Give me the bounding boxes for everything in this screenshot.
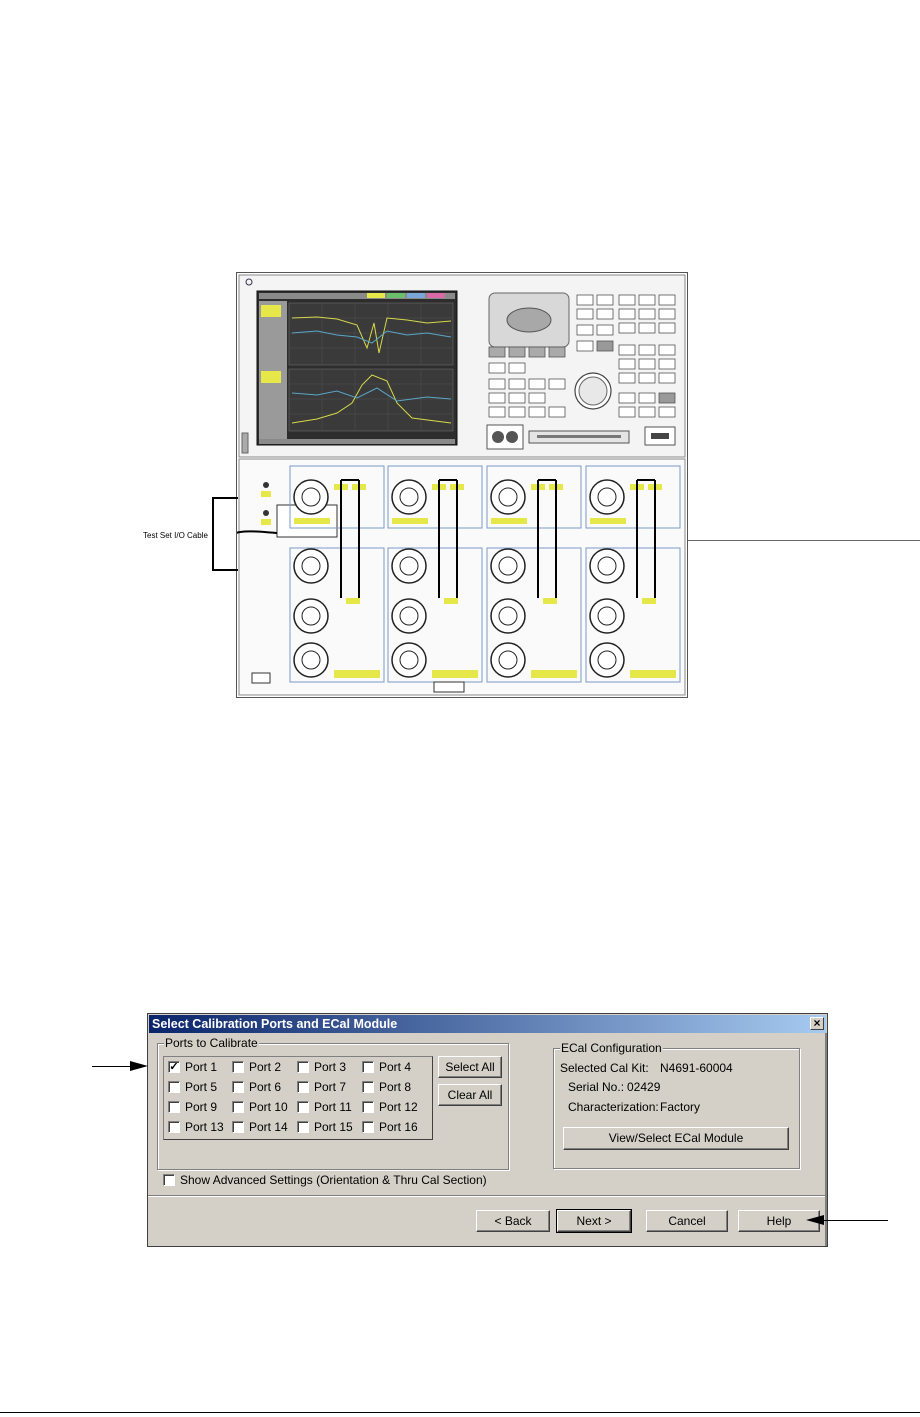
port-checkbox[interactable]	[362, 1061, 374, 1073]
cancel-button[interactable]: Cancel	[646, 1210, 728, 1232]
port-checkbox[interactable]	[297, 1121, 309, 1133]
illustration-rule	[688, 540, 920, 541]
port-label: Port 15	[314, 1120, 353, 1134]
port-checkbox[interactable]	[232, 1081, 244, 1093]
port-checkbox[interactable]	[297, 1101, 309, 1113]
port1-callout-arrow-icon	[130, 1061, 148, 1071]
port-label: Port 16	[379, 1120, 418, 1134]
footer-separator	[148, 1195, 827, 1197]
characterization-value: Factory	[660, 1100, 701, 1114]
port-label: Port 11	[314, 1100, 352, 1114]
close-button[interactable]: ×	[810, 1017, 824, 1030]
ports-group: Ports to Calibrate ✓ Port 1 Port 2 Port 3 Po…	[157, 1036, 509, 1170]
dialog-title: Select Calibration Ports and ECal Module	[149, 1015, 826, 1033]
advanced-settings-checkbox[interactable]	[163, 1174, 175, 1186]
port-checkbox[interactable]	[297, 1081, 309, 1093]
selected-cal-kit-value: N4691-60004	[660, 1061, 733, 1075]
serial-label: Serial No.:	[568, 1080, 625, 1094]
serial-value: 02429	[627, 1080, 661, 1094]
dialog-right-edge	[825, 1033, 827, 1246]
port-checkbox[interactable]	[232, 1061, 244, 1073]
port-label: Port 4	[379, 1060, 412, 1074]
help-callout-line	[820, 1220, 888, 1221]
cable-bracket	[212, 497, 238, 571]
port-label: Port 6	[249, 1080, 282, 1094]
help-button[interactable]: Help	[738, 1210, 820, 1232]
port-checkbox[interactable]	[362, 1081, 374, 1093]
port-label: Port 14	[249, 1120, 288, 1134]
select-all-button[interactable]: Select All	[438, 1056, 502, 1078]
port-checkbox[interactable]	[297, 1061, 309, 1073]
port-label: Port 8	[379, 1080, 412, 1094]
back-button[interactable]: < Back	[476, 1210, 550, 1232]
cable-caption: Test Set I/O Cable	[143, 531, 208, 540]
test-set-ports-drawing	[289, 465, 681, 693]
port-checkbox[interactable]	[168, 1101, 180, 1113]
port-checkbox[interactable]	[168, 1121, 180, 1133]
port-label: Port 13	[185, 1120, 224, 1134]
advanced-settings-label: Show Advanced Settings (Orientation & Th…	[180, 1173, 487, 1187]
ecal-group-label: ECal Configuration	[560, 1041, 663, 1055]
port-checkbox[interactable]	[232, 1101, 244, 1113]
port-label: Port 9	[185, 1100, 218, 1114]
view-select-ecal-button[interactable]: View/Select ECal Module	[563, 1127, 789, 1150]
port-checkbox[interactable]: ✓	[168, 1061, 180, 1073]
characterization-label: Characterization:	[568, 1100, 659, 1114]
page-bottom-rule	[0, 1412, 920, 1413]
port-label: Port 2	[249, 1060, 282, 1074]
port-checkbox[interactable]	[362, 1121, 374, 1133]
next-button[interactable]: Next >	[556, 1209, 632, 1233]
clear-all-button[interactable]: Clear All	[438, 1084, 502, 1106]
help-callout-arrow-icon	[806, 1215, 824, 1225]
ports-group-label: Ports to Calibrate	[164, 1036, 259, 1050]
port-checkbox[interactable]	[168, 1081, 180, 1093]
port-checkbox[interactable]	[232, 1121, 244, 1133]
port-label: Port 12	[379, 1100, 418, 1114]
ports-grid: ✓ Port 1 Port 2 Port 3 Port 4 Port 5 Port 6 Por…	[163, 1056, 433, 1140]
calibration-dialog: Select Calibration Ports and ECal Module…	[147, 1013, 828, 1247]
ecal-group: ECal Configuration Selected Cal Kit: N46…	[553, 1041, 800, 1169]
port-checkbox[interactable]	[362, 1101, 374, 1113]
port-label: Port 5	[185, 1080, 218, 1094]
port1-callout-line	[92, 1066, 132, 1067]
port-label: Port 10	[249, 1100, 288, 1114]
port-label: Port 7	[314, 1080, 347, 1094]
port-label: Port 1	[185, 1060, 218, 1074]
port-label: Port 3	[314, 1060, 347, 1074]
selected-cal-kit-label: Selected Cal Kit:	[560, 1061, 649, 1075]
